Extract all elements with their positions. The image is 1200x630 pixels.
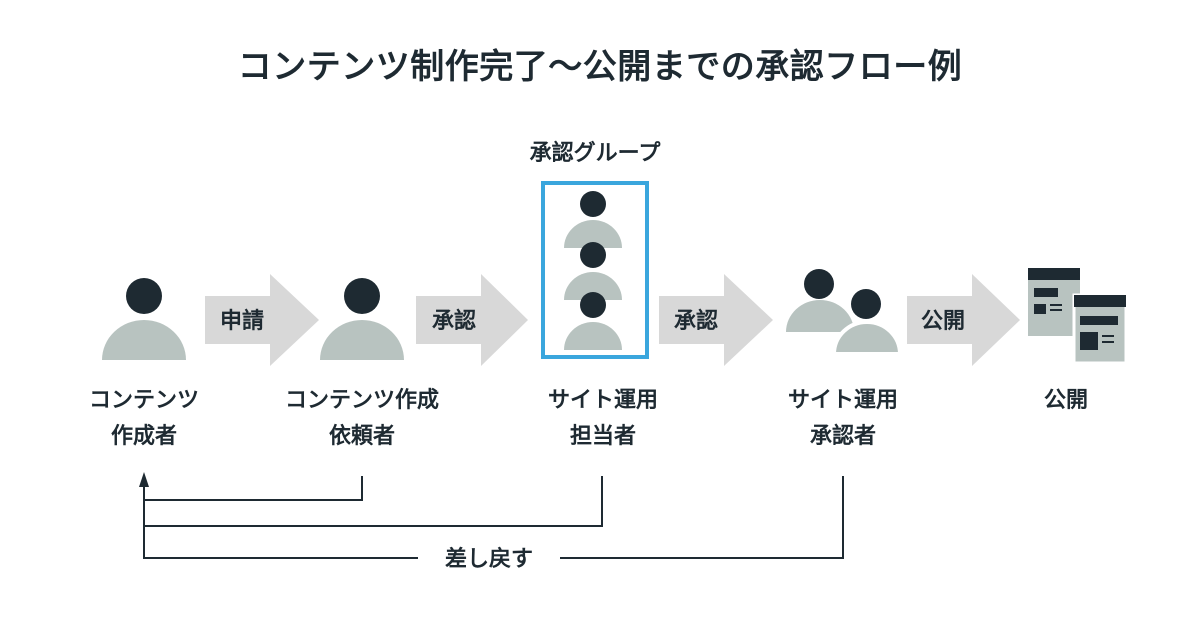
role-label-line1: サイト運用 <box>788 388 898 413</box>
role-label-line2: 担当者 <box>570 424 636 449</box>
return-flow-lines <box>143 476 844 559</box>
flow-arrow-approve-2: 承認 <box>659 274 773 366</box>
role-label-line1: 公開 <box>1044 388 1088 413</box>
return-line-from-operator <box>144 476 603 527</box>
flow-arrow-label: 承認 <box>432 308 476 334</box>
return-line-main-left <box>143 486 418 559</box>
flow-arrow-approve-1: 承認 <box>416 274 528 366</box>
flow-arrow-label: 申請 <box>220 308 264 334</box>
return-label: 差し戻す <box>445 546 533 572</box>
return-arrowhead-icon <box>139 472 149 487</box>
role-label-line1: サイト運用 <box>548 388 658 413</box>
person-icon-site-operator-2 <box>564 242 622 300</box>
published-pages-icon <box>1028 268 1128 365</box>
diagram-title: コンテンツ制作完了〜公開までの承認フロー例 <box>238 47 963 87</box>
return-line-from-approver <box>560 476 844 559</box>
role-label-line1: コンテンツ作成 <box>285 388 439 413</box>
people-icon-site-approver <box>786 269 903 356</box>
flow-arrow-publish: 公開 <box>907 274 1020 366</box>
person-icon-site-operator-3 <box>564 292 622 350</box>
role-label-line2: 承認者 <box>810 423 876 449</box>
person-icon-content-requester <box>320 278 404 360</box>
flow-arrow-apply: 申請 <box>205 274 319 366</box>
approval-group-label: 承認グループ <box>530 140 662 166</box>
approval-group-frame <box>541 181 649 359</box>
person-icon-site-operator-1 <box>564 191 622 248</box>
return-line-from-requester <box>144 476 363 501</box>
flow-arrow-label: 承認 <box>674 308 718 334</box>
person-icon-content-creator <box>102 278 186 360</box>
flow-arrow-label: 公開 <box>921 309 965 334</box>
role-label-line2: 作成者 <box>111 424 177 449</box>
role-label-line1: コンテンツ <box>89 388 199 413</box>
role-label-line2: 依頼者 <box>329 423 395 449</box>
